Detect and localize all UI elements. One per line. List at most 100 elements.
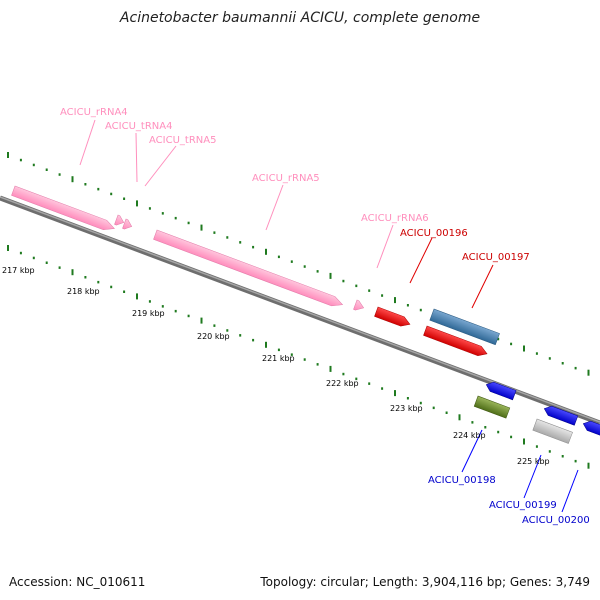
minor-tick-mark <box>161 212 164 215</box>
tick-label: 218 kbp <box>67 287 100 296</box>
minor-tick-mark <box>381 294 384 297</box>
minor-tick-mark <box>316 363 319 366</box>
minor-tick-mark <box>45 168 48 171</box>
minor-tick-mark <box>316 270 319 273</box>
gene-rRNA4-arrow[interactable] <box>11 185 116 233</box>
label-00200: ACICU_00200 <box>522 515 590 526</box>
minor-tick-mark <box>432 406 435 410</box>
minor-tick-mark <box>381 387 384 390</box>
gene-00196-arrow[interactable] <box>374 306 411 329</box>
major-tick-mark <box>200 317 203 324</box>
minor-tick-mark <box>110 192 113 196</box>
gene-olive-box[interactable] <box>473 395 511 419</box>
minor-tick-mark <box>406 304 409 307</box>
minor-tick-mark <box>252 245 255 249</box>
minor-tick-mark <box>226 236 229 239</box>
tick-label: 225 kbp <box>517 457 550 466</box>
minor-tick-mark <box>226 329 229 332</box>
minor-tick-mark <box>19 251 22 255</box>
minor-tick-mark <box>290 353 293 356</box>
minor-tick-mark <box>355 284 358 288</box>
major-tick-mark <box>7 245 9 251</box>
tick-label: 219 kbp <box>132 309 165 318</box>
minor-tick-mark <box>548 357 551 360</box>
major-tick-mark <box>458 414 461 421</box>
minor-tick-mark <box>148 300 151 303</box>
gene-00197-arrow[interactable] <box>423 325 488 358</box>
label-00198: ACICU_00198 <box>428 475 496 486</box>
minor-tick-mark <box>174 309 177 313</box>
minor-tick-mark <box>342 279 345 283</box>
minor-tick-mark <box>58 266 61 269</box>
gene-00200-arrow[interactable] <box>581 419 600 441</box>
minor-tick-mark <box>45 261 48 264</box>
minor-tick-mark <box>84 183 87 186</box>
major-tick-mark <box>136 293 138 300</box>
label-tRNA4: ACICU_tRNA4 <box>105 121 172 132</box>
minor-tick-mark <box>97 280 100 284</box>
label-00199: ACICU_00199 <box>489 500 557 511</box>
label-tRNA5: ACICU_tRNA5 <box>149 135 216 146</box>
minor-tick-mark <box>58 173 61 176</box>
gene-tRNA4-arrow[interactable] <box>114 214 125 227</box>
minor-tick-mark <box>419 308 422 312</box>
minor-tick-mark <box>148 207 151 210</box>
genome-summary-text: Topology: circular; Length: 3,904,116 bp… <box>260 575 590 589</box>
major-tick-mark <box>523 345 525 352</box>
gene-steel-box[interactable] <box>429 308 500 346</box>
minor-tick-mark <box>497 430 500 434</box>
major-tick-mark <box>329 365 332 372</box>
major-tick-mark <box>394 390 396 397</box>
lower-dotted-track <box>7 245 590 469</box>
map-title: Acinetobacter baumannii ACICU, complete … <box>119 10 481 26</box>
gene-00199-arrow[interactable] <box>542 404 579 426</box>
minor-tick-mark <box>187 221 190 225</box>
gene-rRNA5-arrow[interactable] <box>153 229 344 309</box>
minor-tick-mark <box>174 216 177 220</box>
label-00196: ACICU_00196 <box>400 228 468 239</box>
minor-tick-mark <box>32 163 35 167</box>
minor-tick-mark <box>303 358 306 361</box>
label-leader-lines <box>79 119 579 513</box>
major-tick-mark <box>523 438 525 445</box>
minor-tick-mark <box>561 362 564 365</box>
upper-dotted-track <box>7 152 590 376</box>
minor-tick-mark <box>123 290 126 293</box>
minor-tick-mark <box>368 382 371 385</box>
gene-00198-arrow[interactable] <box>484 380 517 401</box>
minor-tick-mark <box>561 455 564 458</box>
tick-label: 221 kbp <box>262 354 295 363</box>
major-tick-mark <box>200 224 203 231</box>
tick-label: 220 kbp <box>197 332 230 341</box>
major-tick-mark <box>136 200 138 207</box>
major-tick-mark <box>265 341 267 348</box>
tick-label: 217 kbp <box>2 266 35 275</box>
minor-tick-mark <box>574 366 577 370</box>
minor-tick-mark <box>252 338 255 342</box>
minor-tick-mark <box>19 158 22 162</box>
gene-tRNA5-arrow[interactable] <box>122 218 133 231</box>
major-tick-mark <box>587 462 590 469</box>
major-tick-mark <box>7 152 9 158</box>
accession-text: Accession: NC_010611 <box>9 575 146 589</box>
label-rRNA5: ACICU_rRNA5 <box>252 173 320 184</box>
minor-tick-mark <box>510 435 513 439</box>
label-rRNA4: ACICU_rRNA4 <box>60 107 128 118</box>
minor-tick-mark <box>239 334 242 337</box>
minor-tick-mark <box>213 324 216 327</box>
minor-tick-mark <box>419 401 422 405</box>
minor-tick-mark <box>406 397 409 400</box>
minor-tick-mark <box>187 314 190 318</box>
gene-gray-box[interactable] <box>532 418 573 444</box>
minor-tick-mark <box>368 289 371 292</box>
minor-tick-mark <box>510 342 513 346</box>
minor-tick-mark <box>213 231 216 234</box>
minor-tick-mark <box>32 256 35 260</box>
gene-rRNA6-arrow[interactable] <box>353 299 365 313</box>
gene-labels: ACICU_rRNA4 ACICU_tRNA4 ACICU_tRNA5 ACIC… <box>60 107 590 526</box>
minor-tick-mark <box>303 265 306 268</box>
major-tick-mark <box>587 369 590 376</box>
minor-tick-mark <box>497 337 500 341</box>
